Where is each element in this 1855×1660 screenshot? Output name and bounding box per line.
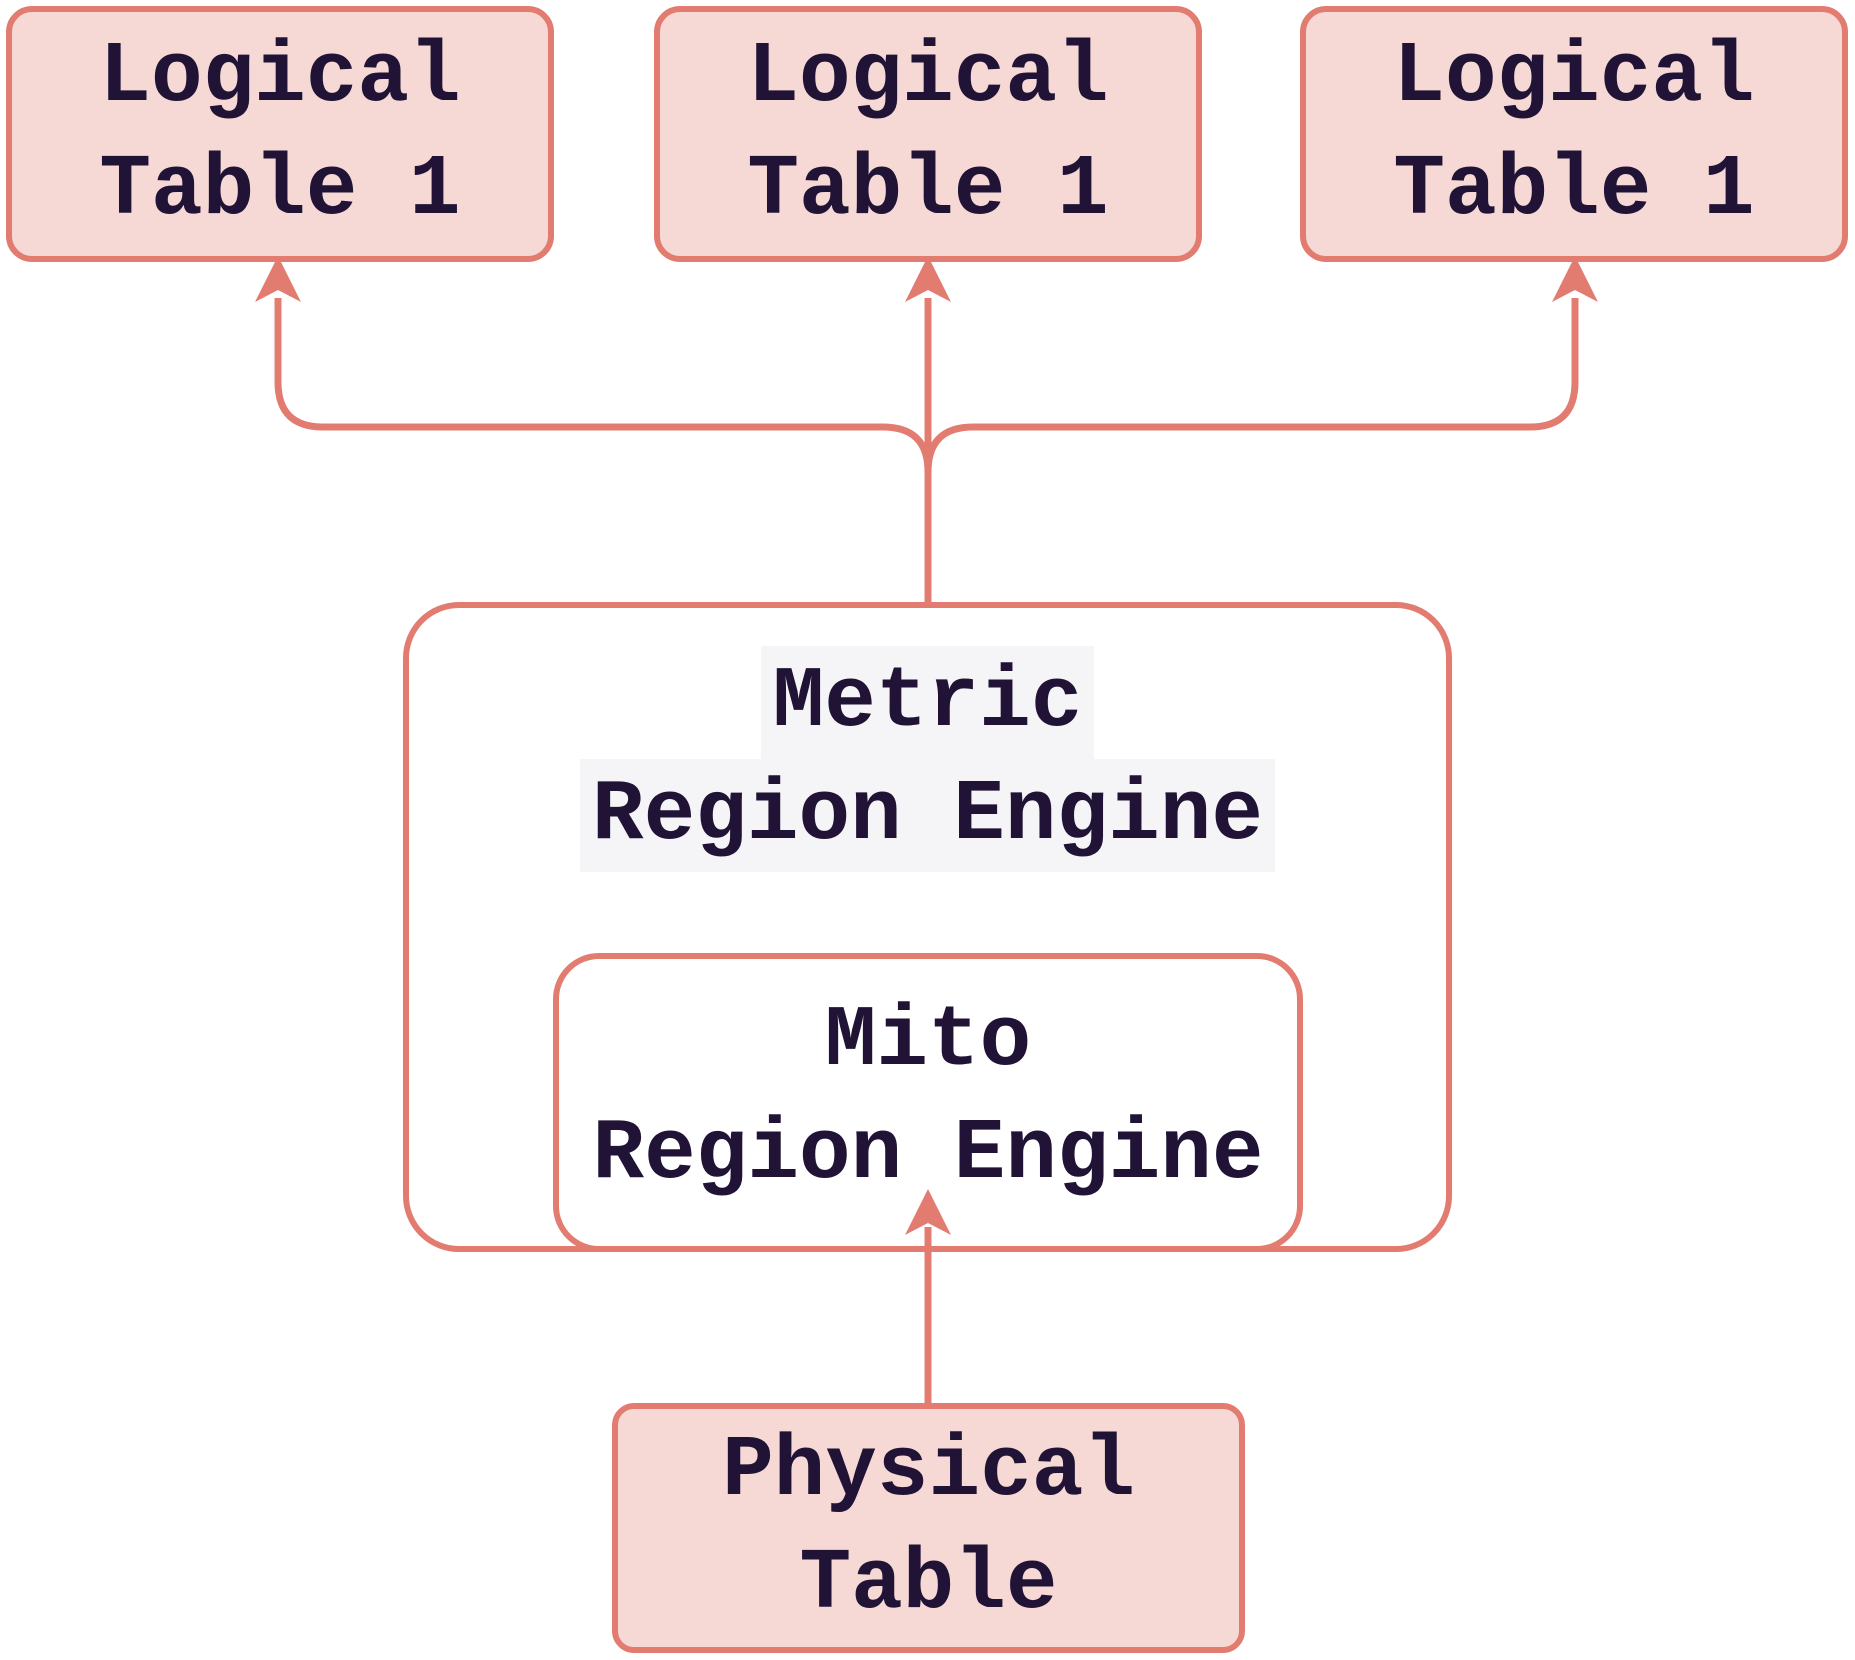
node-label-line: Logical [1393, 28, 1755, 126]
edge-metric-to-logical-right-line [924, 298, 1579, 473]
node-logical-table-right: Logical Table 1 [1300, 6, 1848, 262]
arrowhead-logical-center-icon [905, 256, 951, 302]
node-label-line: Table 1 [747, 141, 1109, 239]
node-mito-region-engine: Mito Region Engine [553, 953, 1303, 1252]
node-logical-table-center: Logical Table 1 [654, 6, 1202, 262]
node-label-line: Logical [747, 28, 1109, 126]
edge-metric-to-logical-left-line [274, 298, 932, 602]
node-label-line: Physical [722, 1422, 1135, 1520]
node-label-line: Mito [824, 992, 1032, 1090]
node-logical-table-left: Logical Table 1 [6, 6, 554, 262]
arrowhead-logical-left-icon [255, 256, 301, 302]
node-label-line: Table 1 [99, 141, 461, 239]
node-label-line: Logical [99, 28, 461, 126]
node-label-line: Table 1 [1393, 141, 1755, 239]
arrowhead-logical-right-icon [1552, 256, 1598, 302]
node-label-line: Metric [760, 646, 1095, 759]
node-physical-table: Physical Table [612, 1403, 1245, 1653]
node-label-line: Table [799, 1535, 1058, 1633]
node-label-line: Region Engine [592, 1105, 1264, 1203]
node-label-line: Region Engine [580, 759, 1275, 872]
